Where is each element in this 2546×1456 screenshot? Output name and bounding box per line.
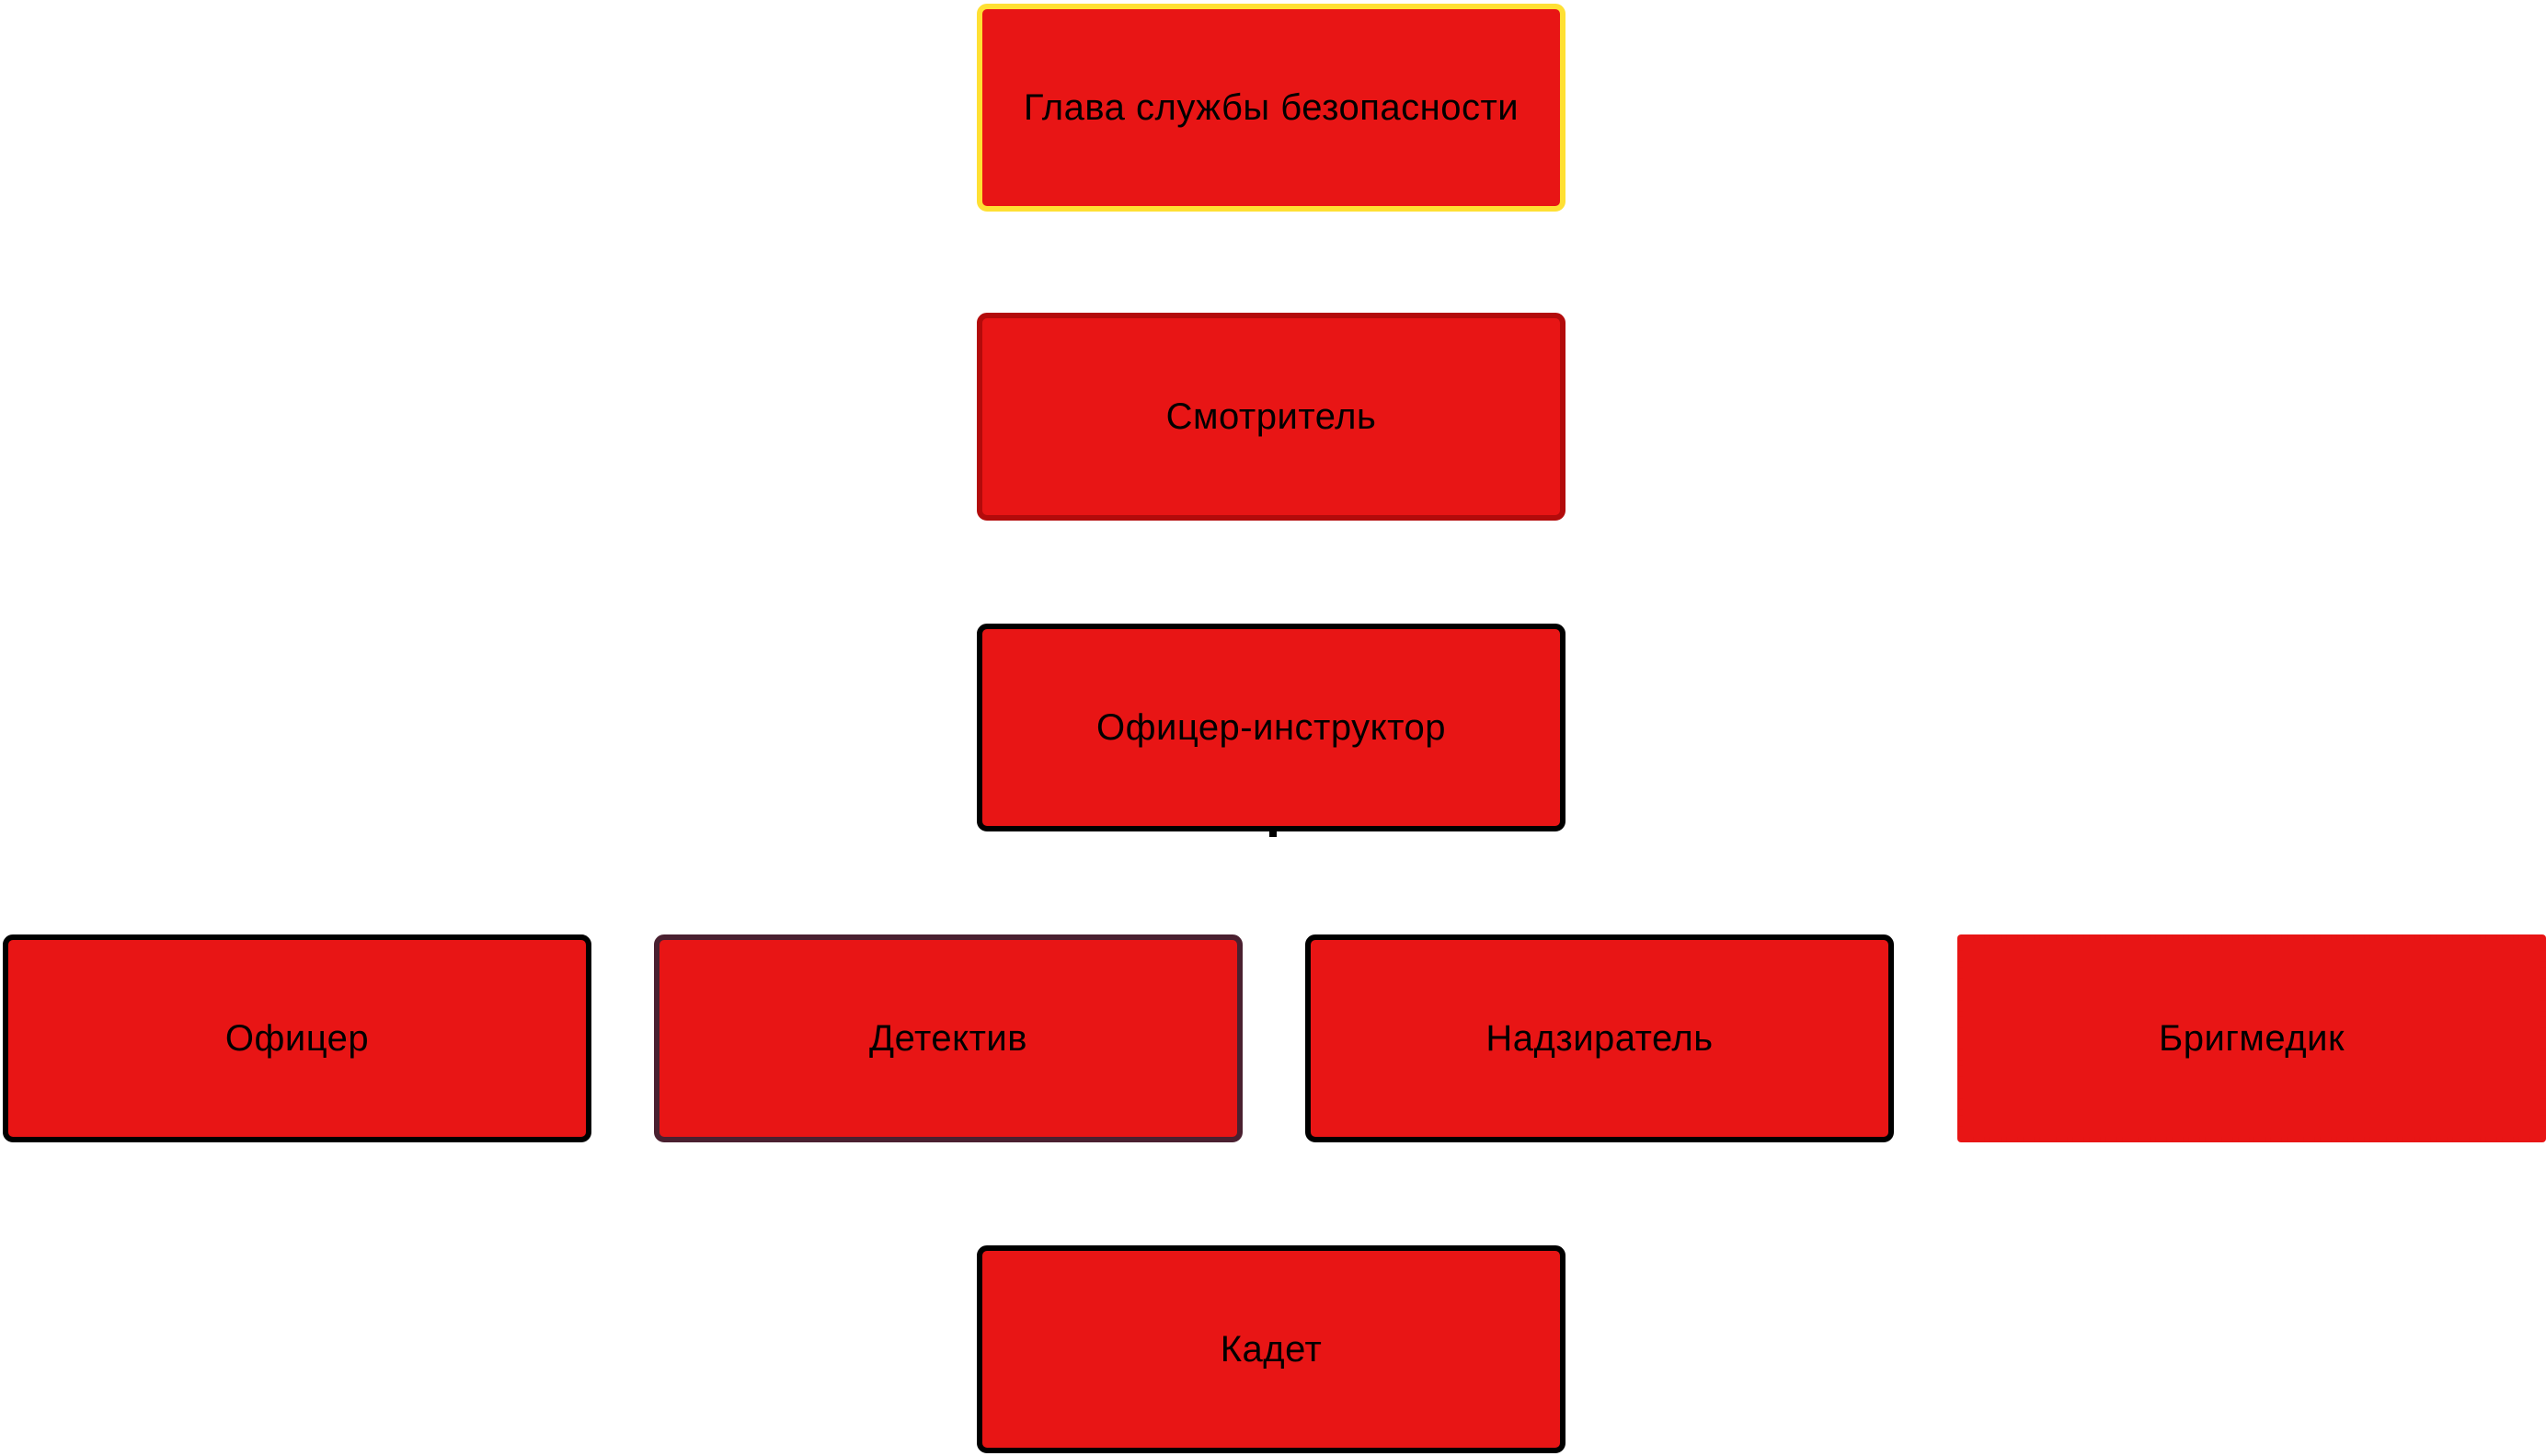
node-label: Смотритель <box>1165 396 1377 437</box>
node-label: Надзиратель <box>1485 1017 1714 1059</box>
node-instructor-officer[interactable]: Офицер-инструктор <box>977 624 1565 831</box>
node-label: Офицер <box>224 1017 370 1059</box>
node-brigmedic[interactable]: Бригмедик <box>1957 934 2546 1142</box>
node-warden[interactable]: Смотритель <box>977 313 1565 521</box>
node-label: Глава службы безопасности <box>1023 86 1520 128</box>
node-head-of-security[interactable]: Глава службы безопасности <box>977 4 1565 212</box>
node-label: Офицер-инструктор <box>1095 706 1446 748</box>
node-cadet[interactable]: Кадет <box>977 1245 1565 1453</box>
node-detective[interactable]: Детектив <box>654 934 1243 1142</box>
node-label: Детектив <box>869 1017 1027 1059</box>
node-label: Кадет <box>1220 1328 1323 1370</box>
connector-stub <box>1269 828 1277 837</box>
node-overseer[interactable]: Надзиратель <box>1305 934 1894 1142</box>
node-label: Бригмедик <box>2159 1017 2345 1059</box>
node-officer[interactable]: Офицер <box>3 934 591 1142</box>
